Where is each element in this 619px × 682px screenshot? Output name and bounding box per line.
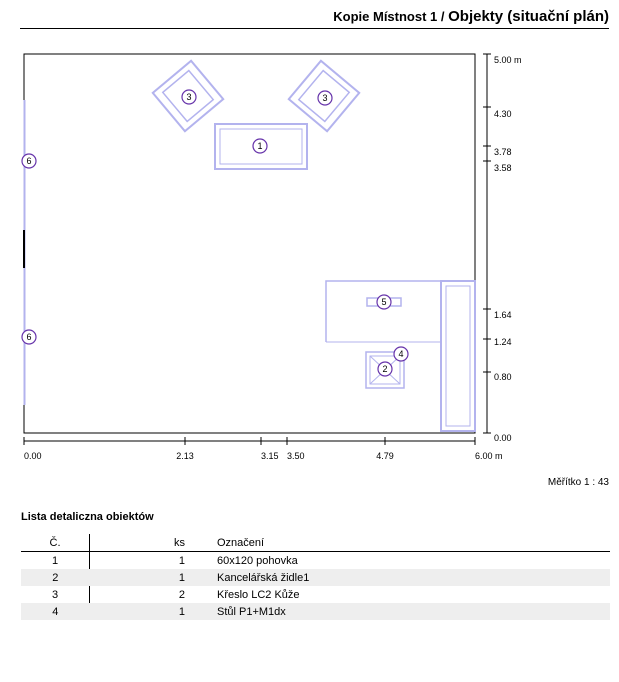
marker-armchair-right: 3 (317, 90, 333, 106)
row-count: 1 (89, 569, 217, 586)
page-header: Kopie Místnost 1 / Objekty (situační plá… (20, 8, 609, 29)
row-number: 2 (21, 569, 90, 586)
svg-text:5: 5 (381, 297, 386, 307)
row-number: 4 (21, 603, 90, 620)
header-separator: / (437, 9, 449, 24)
list-title: Lista detaliczna obiektów (21, 511, 154, 523)
sofa (214, 123, 308, 170)
view-title: Objekty (situační plán) (448, 8, 609, 25)
y-dimension-axis: 5.00 m 4.30 3.78 3.58 1.64 1.24 0.80 0.0… (483, 53, 522, 443)
svg-text:1: 1 (257, 141, 262, 151)
room-name: Kopie Místnost 1 (333, 9, 438, 24)
table-header-row: Č. ks Označení (21, 534, 610, 552)
table-row: 3 2 Křeslo LC2 Kůže (21, 586, 610, 603)
row-count: 1 (89, 603, 217, 620)
svg-text:3: 3 (186, 92, 191, 102)
y-tick-4: 1.64 (494, 310, 512, 320)
table-row: 4 1 Stůl P1+M1dx (21, 603, 610, 620)
marker-armchair-left: 3 (181, 89, 197, 105)
objects-table: Č. ks Označení 1 1 60x120 pohovka 2 1 Ka… (21, 534, 610, 620)
svg-text:4: 4 (398, 349, 403, 359)
room-outline (23, 53, 476, 434)
marker-desk-corner: 4 (393, 346, 409, 362)
x-tick-2: 3.15 (261, 451, 279, 461)
row-name: Stůl P1+M1dx (217, 603, 610, 620)
y-tick-6: 0.80 (494, 372, 512, 382)
x-tick-4: 4.79 (376, 451, 394, 461)
row-number: 3 (21, 586, 90, 603)
row-count: 1 (178, 554, 185, 567)
marker-window-bottom: 6 (21, 329, 37, 345)
x-dimension-axis: 0.00 2.13 3.15 3.50 4.79 6.00 m (23, 437, 503, 461)
marker-office-chair: 2 (377, 361, 393, 377)
svg-text:2: 2 (382, 364, 387, 374)
y-tick-1: 4.30 (494, 109, 512, 119)
svg-text:6: 6 (26, 332, 31, 342)
scale-label: Měřítko 1 : 43 (547, 477, 609, 488)
y-tick-0: 5.00 m (494, 55, 522, 65)
svg-text:6: 6 (26, 156, 31, 166)
marker-desk: 5 (376, 294, 392, 310)
x-tick-5: 6.00 m (475, 451, 503, 461)
row-name: Křeslo LC2 Kůže (217, 588, 300, 601)
marker-sofa: 1 (252, 138, 268, 154)
y-tick-5: 1.24 (494, 337, 512, 347)
floor-plan: 1 2 3 3 4 5 6 6 0.00 2.13 3.15 3.5 (21, 53, 522, 461)
col-count: ks (89, 534, 217, 552)
col-number: Č. (21, 534, 90, 552)
y-tick-3: 3.58 (494, 163, 512, 173)
row-number: 1 (21, 551, 90, 569)
x-tick-0: 0.00 (24, 451, 42, 461)
table-row: 2 1 Kancelářská židle1 (21, 569, 610, 586)
x-tick-3: 3.50 (287, 451, 305, 461)
y-tick-2: 3.78 (494, 147, 512, 157)
svg-text:3: 3 (322, 93, 327, 103)
row-name: 60x120 pohovka (217, 554, 298, 567)
col-name: Označení (217, 534, 610, 552)
row-name: Kancelářská židle1 (217, 569, 610, 586)
y-tick-7: 0.00 (494, 433, 512, 443)
marker-window-top: 6 (21, 153, 37, 169)
row-count: 2 (178, 588, 185, 601)
table-row: 1 1 60x120 pohovka (21, 551, 610, 569)
x-tick-1: 2.13 (176, 451, 194, 461)
